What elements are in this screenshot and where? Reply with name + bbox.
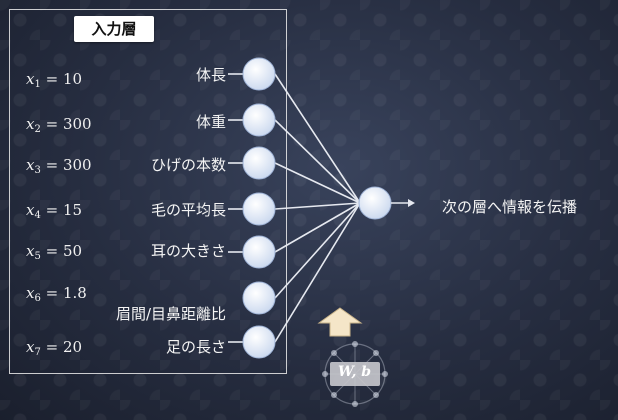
connection-line-1 bbox=[274, 73, 361, 204]
input-node-7 bbox=[242, 325, 276, 359]
input-node-2 bbox=[242, 103, 276, 137]
output-label: 次の層へ情報を伝播 bbox=[442, 198, 578, 216]
feature-label-5: 耳の大きさ bbox=[150, 242, 226, 260]
connection-line-3 bbox=[274, 162, 361, 204]
input-layer-box bbox=[9, 9, 287, 374]
connection-line-4 bbox=[274, 202, 361, 210]
parameters-label: W, b bbox=[338, 364, 372, 380]
input-node-1 bbox=[242, 57, 276, 91]
input-node-4 bbox=[242, 192, 276, 226]
parameter-cluster-icon bbox=[322, 341, 388, 407]
input-value-7: x7 = 20 bbox=[26, 338, 83, 358]
input-value-5: x5 = 50 bbox=[26, 242, 83, 262]
output-node bbox=[358, 186, 392, 220]
feature-label-4: 毛の平均長 bbox=[150, 201, 226, 219]
label-connectors bbox=[228, 73, 244, 343]
input-node-5 bbox=[242, 235, 276, 269]
connection-line-6 bbox=[274, 202, 361, 299]
input-value-4: x4 = 15 bbox=[26, 201, 83, 221]
input-value-1: x1 = 10 bbox=[26, 70, 83, 90]
input-node-3 bbox=[242, 146, 276, 180]
feature-label-7: 足の長さ bbox=[165, 338, 226, 356]
feature-label-6: 眉間/目鼻距離比 bbox=[115, 305, 226, 323]
feature-label-1: 体長 bbox=[195, 66, 226, 84]
input-value-6: x6 = 1.8 bbox=[26, 284, 87, 304]
connection-line-2 bbox=[274, 119, 361, 204]
output-arrow-head bbox=[408, 199, 415, 207]
input-value-2: x2 = 300 bbox=[26, 115, 92, 135]
input-layer-title: 入力層 bbox=[74, 16, 154, 42]
feature-label-3: ひげの本数 bbox=[150, 156, 226, 174]
connection-lines bbox=[274, 73, 361, 343]
connection-line-5 bbox=[274, 202, 361, 253]
up-arrow-icon bbox=[317, 307, 363, 337]
connection-line-7 bbox=[274, 202, 361, 343]
input-value-3: x3 = 300 bbox=[26, 156, 92, 176]
input-node-6 bbox=[242, 281, 276, 315]
feature-label-2: 体重 bbox=[195, 113, 226, 131]
